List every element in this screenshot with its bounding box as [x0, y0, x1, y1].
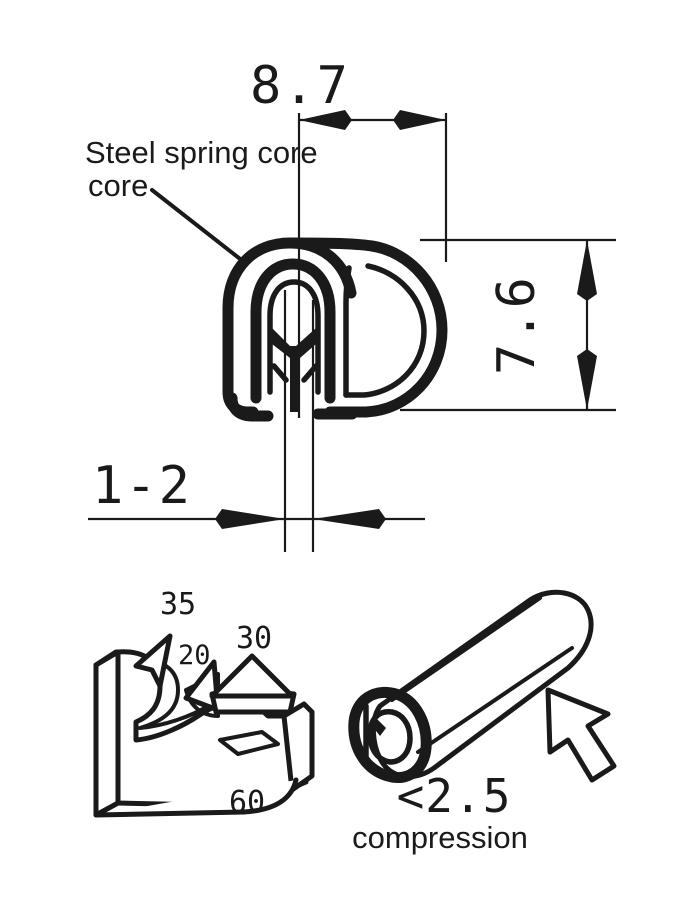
- height-dimension-value: 7.6: [487, 275, 547, 375]
- bracket-bottom-sweep: [93, 777, 299, 818]
- height-arrow-bottom: [577, 349, 597, 410]
- compression-caption: compression: [352, 820, 528, 855]
- width-dimension-group: 8.7: [250, 56, 448, 418]
- gripping-lip-hook-left: [271, 363, 289, 383]
- steel-spring-core-callout: Steel spring core core: [85, 135, 318, 264]
- callout-value-30: 30: [236, 621, 272, 656]
- cross-section-figure: 8.7 7.6 Steel spring core core: [85, 56, 616, 552]
- mounting-bracket-isometric: 35 20 30 60: [93, 587, 315, 820]
- seal-tube-end-lip-mark: [372, 718, 386, 736]
- height-dimension-group: 7.6: [400, 238, 616, 412]
- seal-tube-end-inner-cavity: [367, 709, 413, 765]
- bulb-inner-outline: [343, 263, 427, 398]
- gripping-lip-hook-right: [301, 363, 319, 383]
- bracket-face-diamond-marker: [218, 730, 280, 756]
- compression-arrow: [545, 687, 617, 783]
- profile-cross-section: [222, 237, 448, 422]
- width-dimension-value: 8.7: [250, 56, 350, 116]
- callout-value-60: 60: [229, 785, 265, 820]
- profile-middle-jacket: [250, 258, 336, 404]
- arrow-callout-30: [209, 653, 295, 699]
- steel-spring-core: [267, 279, 321, 395]
- seal-tube-end-outline: [348, 687, 432, 783]
- compressed-seal-isometric: <2.5 compression: [348, 589, 617, 855]
- arrow-callout-35: [133, 633, 173, 689]
- grip-arrow-right: [313, 509, 386, 529]
- profile-foot-left: [226, 392, 274, 422]
- bulb-inner-left-wall: [343, 265, 352, 398]
- gripping-lips: [272, 328, 316, 412]
- width-arrow-left: [299, 110, 352, 130]
- steel-spring-core-label-line2: core: [88, 168, 148, 203]
- profile-outer-bulb-wall: [284, 237, 448, 418]
- steel-spring-core-label-line1: Steel spring core: [85, 135, 318, 170]
- grip-dimension-group: 1-2: [88, 456, 425, 529]
- height-arrow-top: [577, 240, 597, 301]
- callout-value-35: 35: [160, 587, 196, 622]
- bracket-vertical-face: [93, 649, 121, 818]
- grip-dimension-value: 1-2: [92, 456, 192, 516]
- compression-max-value: <2.5: [397, 769, 512, 823]
- seal-tube-crease-bottom: [416, 646, 574, 754]
- bracket-right-end-face: [281, 701, 315, 793]
- seal-tube-crease-top: [390, 596, 542, 702]
- grip-arrow-left: [215, 509, 285, 529]
- steel-spring-core-leader-line: [150, 188, 246, 264]
- callout-value-20: 20: [178, 640, 211, 671]
- arrow-callout-20: [183, 659, 221, 713]
- width-arrow-right: [393, 110, 446, 130]
